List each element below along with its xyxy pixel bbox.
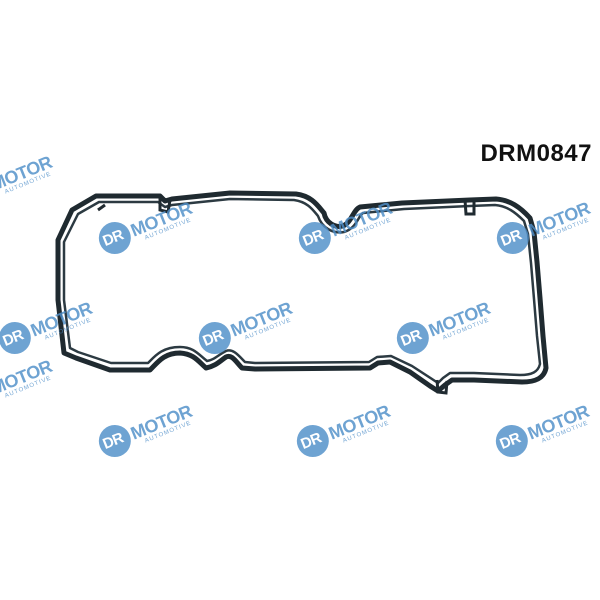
gasket-tab — [435, 379, 449, 395]
gasket-inner-edge — [62, 197, 542, 385]
gasket-tab — [463, 199, 476, 216]
gasket-tab — [158, 196, 172, 214]
gasket-tab — [97, 203, 106, 212]
part-number-label: DRM0847 — [480, 140, 592, 167]
gasket-outer-edge — [55, 190, 549, 394]
